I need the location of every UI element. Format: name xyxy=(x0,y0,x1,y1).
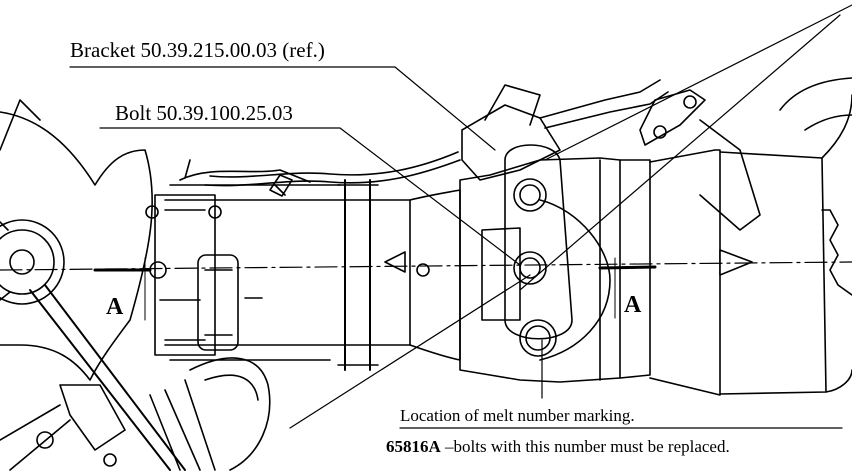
melt-location-label: Location of melt number marking. xyxy=(400,406,635,425)
replacement-note: 65816A –bolts with this number must be r… xyxy=(386,437,730,457)
bracket-leader xyxy=(69,66,496,151)
rotor-hub xyxy=(0,99,153,381)
damper-linkage xyxy=(0,284,271,471)
tube-line xyxy=(204,151,461,197)
section-a-left: A xyxy=(106,294,124,320)
bolt-label: Bolt 50.39.100.25.03 xyxy=(115,101,293,125)
clamp-fitting xyxy=(145,194,263,356)
note-code: 65816A xyxy=(386,437,441,456)
top-right-leader xyxy=(519,14,841,291)
main-sleeve xyxy=(164,159,461,371)
bracket-part xyxy=(461,79,706,181)
leader-lines xyxy=(69,4,852,429)
note-leader xyxy=(289,274,531,429)
bracket-label: Bracket 50.39.215.00.03 (ref.) xyxy=(70,38,325,62)
section-a-markers xyxy=(93,257,657,321)
section-a-right: A xyxy=(624,292,642,318)
note-text: –bolts with this number must be replaced… xyxy=(440,437,730,456)
bolt-leader xyxy=(99,127,521,266)
top-right-leader-2 xyxy=(544,4,852,161)
bearing-housing xyxy=(459,144,651,383)
